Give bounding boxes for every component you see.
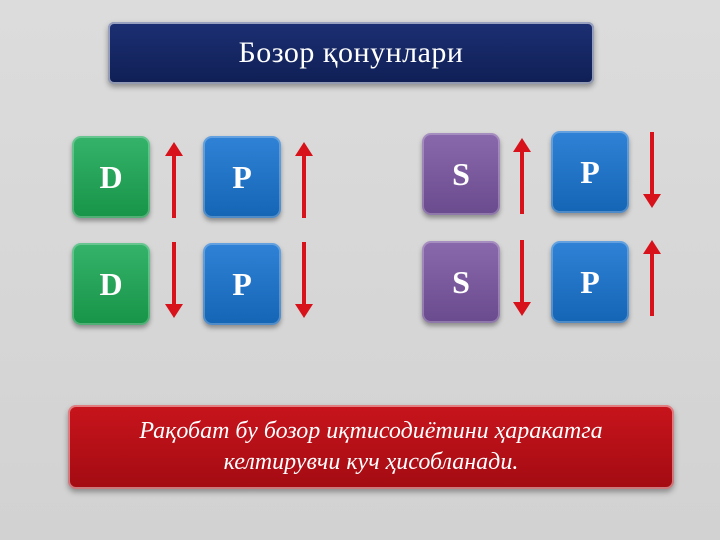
tile-label: S	[452, 263, 470, 300]
arrow-up-icon	[513, 138, 531, 214]
price-tile-increase: P	[203, 136, 281, 218]
conclusion-text: Рақобат бу бозор иқтисодиётини ҳаракатга…	[139, 416, 602, 478]
demand-tile-increase: D	[72, 136, 150, 218]
supply-tile-decrease: S	[422, 241, 500, 323]
arrow-up-icon	[295, 142, 313, 218]
supply-tile-increase: S	[422, 133, 500, 215]
arrow-up-icon	[165, 142, 183, 218]
arrow-down-icon	[295, 242, 313, 318]
price-tile-decrease: P	[203, 243, 281, 325]
arrow-up-icon	[643, 240, 661, 316]
tile-label: D	[99, 158, 123, 195]
demand-tile-decrease: D	[72, 243, 150, 325]
conclusion-box: Рақобат бу бозор иқтисодиётини ҳаракатга…	[68, 405, 674, 489]
tile-label: P	[580, 263, 600, 300]
price-tile-decrease: P	[551, 131, 629, 213]
title-banner: Бозор қонунлари	[108, 22, 594, 84]
tile-label: D	[99, 265, 123, 302]
page-title: Бозор қонунлари	[238, 36, 464, 69]
tile-label: P	[232, 265, 252, 302]
arrow-down-icon	[643, 132, 661, 208]
tile-label: P	[580, 153, 600, 190]
arrow-down-icon	[513, 240, 531, 316]
arrow-down-icon	[165, 242, 183, 318]
conclusion-line-2: келтирувчи куч ҳисобланади.	[223, 449, 519, 475]
price-tile-increase: P	[551, 241, 629, 323]
tile-label: P	[232, 158, 252, 195]
conclusion-line-1: Рақобат бу бозор иқтисодиётини ҳаракатга	[139, 418, 603, 444]
tile-label: S	[452, 155, 470, 192]
